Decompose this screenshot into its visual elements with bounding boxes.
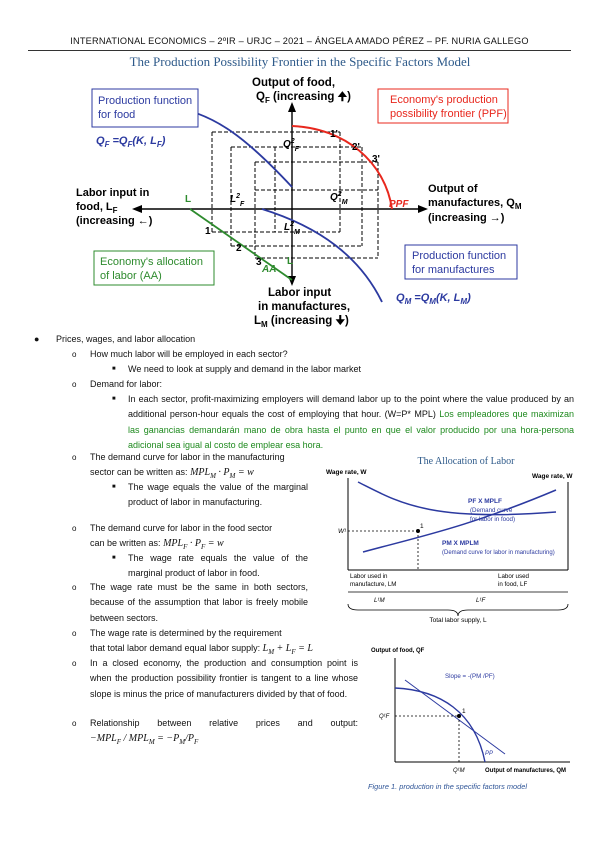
svg-text:Q¹F: Q¹F — [379, 714, 390, 720]
ppf-curve — [291, 125, 393, 210]
list-s7: In a closed economy, the production and … — [90, 658, 358, 699]
svg-text:Output of food, QF: Output of food, QF — [371, 648, 425, 654]
svg-text:L¹F: L¹F — [476, 597, 487, 604]
list-s1a: We need to look at supply and demand in … — [128, 364, 361, 374]
svg-text:Total labor supply, L: Total labor supply, L — [429, 617, 487, 624]
svg-text:2': 2' — [352, 142, 360, 153]
allocation-line — [189, 208, 293, 281]
manuf-function-box — [404, 244, 518, 280]
qf-equation: QF =QF(K, LF) — [96, 135, 166, 149]
svg-text:Wage rate, W: Wage rate, W — [532, 473, 573, 480]
list-b1: Prices, wages, and labor allocation — [56, 334, 196, 344]
list-s4-line2: can be written as: MPLF · PF = w — [90, 538, 224, 551]
svg-text:(Demand curve: (Demand curve — [470, 507, 513, 514]
svg-text:for labor in food): for labor in food) — [470, 516, 515, 523]
svg-text:1: 1 — [205, 226, 211, 237]
header-rule — [28, 50, 571, 51]
qm-equation: QM =QM(K, LM) — [396, 292, 471, 306]
list-s3-line1: The demand curve for labor in the manufa… — [90, 452, 285, 462]
svg-text:Economy's production: Economy's production — [390, 94, 498, 106]
svg-text:1: 1 — [462, 708, 466, 715]
svg-text:Labor used: Labor used — [498, 573, 530, 580]
svg-text:manufacture, LM: manufacture, LM — [350, 581, 396, 588]
svg-text:Slope = -(PM /PF): Slope = -(PM /PF) — [445, 673, 495, 680]
price-line — [404, 679, 506, 755]
list-s4-line1: The demand curve for labor in the food s… — [90, 523, 273, 533]
list-s4a: The wage rate equals the value of the ma… — [128, 553, 308, 579]
list-s3a: The wage equals the value of the margina… — [128, 482, 308, 508]
horizontal-axis-arrow-right — [418, 205, 428, 213]
svg-text:LM (increasing 🠋): LM (increasing 🠋) — [254, 314, 349, 329]
svg-text:The Allocation of Labor: The Allocation of Labor — [418, 456, 516, 467]
list-s6-line1: The wage rate is determined by the requi… — [90, 628, 282, 638]
allocation-of-labor-figure: The Allocation of Labor Wage rate, W Wag… — [326, 456, 573, 624]
svg-text:Output of manufactures, QM: Output of manufactures, QM — [485, 768, 566, 774]
svg-text:PP: PP — [485, 751, 493, 757]
ppf-tangency-figure: Output of food, QF 1 Slope = -(PM /PF) Q… — [371, 648, 570, 774]
list-s2: Demand for labor: — [90, 379, 163, 389]
svg-text:for food: for food — [98, 109, 135, 121]
manuf-output-label: Output of — [428, 183, 478, 195]
page-header: INTERNATIONAL ECONOMICS – 2ºIR – URJC – … — [70, 36, 529, 46]
food-output-label: Output of food, — [252, 77, 335, 89]
svg-text:2: 2 — [236, 243, 242, 254]
food-demand-curve — [357, 481, 557, 516]
svg-text:manufactures, QM: manufactures, QM — [428, 197, 522, 211]
svg-text:PPF: PPF — [389, 199, 409, 210]
food-function-box — [91, 88, 199, 128]
vertical-axis-arrow-up — [288, 102, 296, 112]
svg-text:Q2M: Q2M — [330, 191, 348, 206]
svg-text:Production function: Production function — [98, 95, 192, 107]
svg-text:Economy's allocation: Economy's allocation — [100, 256, 203, 268]
svg-text:Production function: Production function — [412, 250, 506, 262]
svg-text:L¹M: L¹M — [374, 597, 386, 604]
figure-caption: Figure 1. production in the specific fac… — [368, 782, 527, 791]
svg-text:3': 3' — [372, 154, 380, 165]
manuf-demand-curve — [362, 489, 557, 553]
svg-text:PM X MPLM: PM X MPLM — [442, 540, 479, 547]
list-s3-line2: sector can be written as: MPLM · PM = w — [90, 467, 254, 480]
svg-text:(Demand curve for labor in man: (Demand curve for labor in manufacturing… — [442, 550, 555, 556]
list-s1: How much labor will be employed in each … — [90, 349, 288, 359]
horizontal-axis-arrow-left — [132, 205, 142, 213]
svg-text:L: L — [185, 194, 191, 205]
svg-text:Labor used in: Labor used in — [350, 573, 388, 580]
svg-text:(increasing →): (increasing →) — [428, 212, 505, 224]
list-s2a: In each sector, profit-maximizing employ… — [128, 394, 574, 450]
svg-text:for manufactures: for manufactures — [412, 264, 495, 276]
svg-text:Wage rate, W: Wage rate, W — [326, 469, 367, 476]
list-s5: The wage rate must be the same in both s… — [90, 582, 308, 623]
ppf-box — [377, 88, 509, 124]
labor-food-label: Labor input in — [76, 187, 150, 199]
svg-text:3: 3 — [256, 257, 262, 268]
svg-text:in manufactures,: in manufactures, — [258, 301, 350, 313]
svg-text:Q¹M: Q¹M — [453, 768, 465, 774]
svg-text:possibility frontier (PPF): possibility frontier (PPF) — [390, 108, 507, 120]
aa-box — [93, 250, 215, 286]
specific-factors-figure: The Production Possibility Frontier in t… — [76, 54, 522, 329]
svg-text:QF (increasing 🠉): QF (increasing 🠉) — [256, 90, 351, 105]
svg-text:1': 1' — [330, 129, 338, 140]
svg-text:AA: AA — [261, 264, 276, 275]
manufactures-production-curve — [261, 208, 383, 303]
svg-text:in food, LF: in food, LF — [498, 581, 527, 588]
labor-manuf-label: Labor input — [268, 287, 331, 299]
svg-text:PF X MPLF: PF X MPLF — [468, 498, 502, 505]
svg-text:L: L — [287, 256, 293, 267]
list-s8-math: −MPLF / MPLM = −PM/PF — [90, 733, 199, 746]
svg-text:1: 1 — [420, 523, 424, 530]
svg-text:L2F: L2F — [230, 193, 245, 208]
svg-text:of labor (AA): of labor (AA) — [100, 270, 162, 282]
figure-title: The Production Possibility Frontier in t… — [130, 54, 471, 69]
ppf-curve-small — [394, 687, 486, 763]
bullet-dot: ● — [34, 334, 40, 344]
svg-text:W¹: W¹ — [338, 528, 347, 535]
svg-text:(increasing ←): (increasing ←) — [76, 215, 153, 227]
list-s8: Relationship between relative prices and… — [90, 718, 358, 728]
list-s6-line2: that total labor demand equal labor supp… — [90, 643, 313, 656]
svg-text:food, LF: food, LF — [76, 201, 118, 215]
